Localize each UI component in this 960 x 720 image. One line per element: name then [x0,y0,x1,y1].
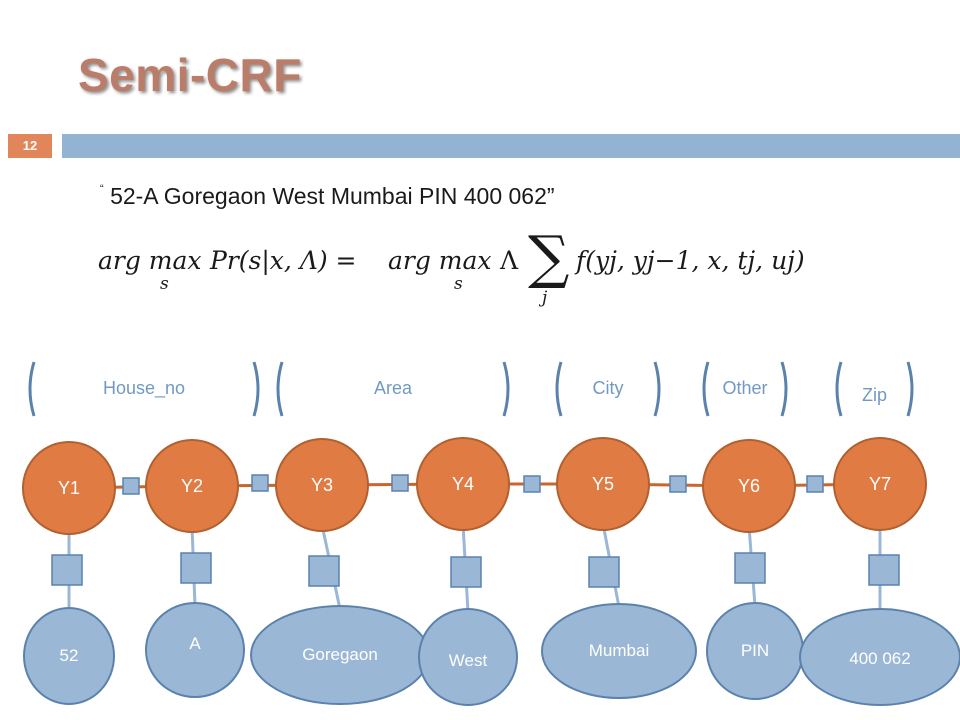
formula-rhs-sub: s [454,274,463,294]
emission-factor [180,552,212,584]
page-number: 12 [8,134,52,158]
slide-title: Semi-CRF [78,49,302,101]
transition-factor [806,475,824,493]
formula-summand: f(yj, yj−1, x, tj, uj) [576,246,805,275]
formula-lambda: Λ [500,246,519,275]
token-text: PIN [740,641,770,660]
segment-label: Area [373,378,413,398]
segment-bracket-close [502,361,510,417]
token-node: A [145,602,245,698]
emission-factor [588,556,620,588]
segment-bracket-close [906,361,914,417]
token-text: Mumbai [588,641,650,660]
transition-factor [669,475,687,493]
header-bar [62,134,960,158]
formula-lhs-argmax: arg max [98,246,202,275]
token-node: 52 [23,607,115,705]
formula-lhs-body: Pr(s|x, Λ) = [210,246,357,275]
open-quote: “ [100,183,104,195]
segment-bracket-open [702,361,710,417]
segment-bracket-open [835,361,843,417]
example-text: 52-A Goregaon West Mumbai PIN 400 062” [110,183,555,209]
emission-factor [308,555,340,587]
segment-bracket-open [276,361,284,417]
token-node: West [418,608,518,706]
label-node: Y3 [275,438,369,532]
formula-sum-sub: j [542,288,548,308]
token-node: 400 062 [799,608,960,706]
token-text: West [448,651,488,670]
token-text: 52 [59,646,79,665]
transition-factor [391,474,409,492]
segment-label: Zip [861,385,887,405]
emission-factor [450,556,482,588]
token-text: 400 062 [849,649,911,668]
token-node: Goregaon [250,605,430,705]
transition-factor [122,477,140,495]
formula-rhs-argmax: arg max [388,246,492,275]
example-sentence: “ 52-A Goregaon West Mumbai PIN 400 062” [100,183,555,210]
segment-bracket-open [555,361,563,417]
token-node: Mumbai [541,603,697,699]
segment-label: City [592,378,624,398]
transition-factor [251,474,269,492]
label-node: Y6 [702,439,796,533]
label-node: Y2 [145,439,239,533]
token-text: Goregaon [302,645,378,664]
formula-sum-symbol: ∑ [528,223,570,291]
segment-bracket-close [780,361,788,417]
transition-factor [523,475,541,493]
segment-bracket-close [653,361,661,417]
segment-label: House_no [102,378,186,398]
segment-bracket-close [252,361,260,417]
label-node: Y7 [833,437,927,531]
label-node: Y4 [416,437,510,531]
emission-factor [868,554,900,586]
token-node: PIN [706,602,804,700]
token-text: A [189,634,201,653]
emission-factor [734,552,766,584]
semi-crf-formula: arg max s Pr(s|x, Λ) = arg max s Λ ∑ j f… [98,228,838,318]
emission-factor [51,554,83,586]
label-node: Y1 [22,441,116,535]
formula-lhs-sub: s [160,274,169,294]
segment-label: Other [722,378,768,398]
segment-bracket-open [28,361,36,417]
label-node: Y5 [556,437,650,531]
